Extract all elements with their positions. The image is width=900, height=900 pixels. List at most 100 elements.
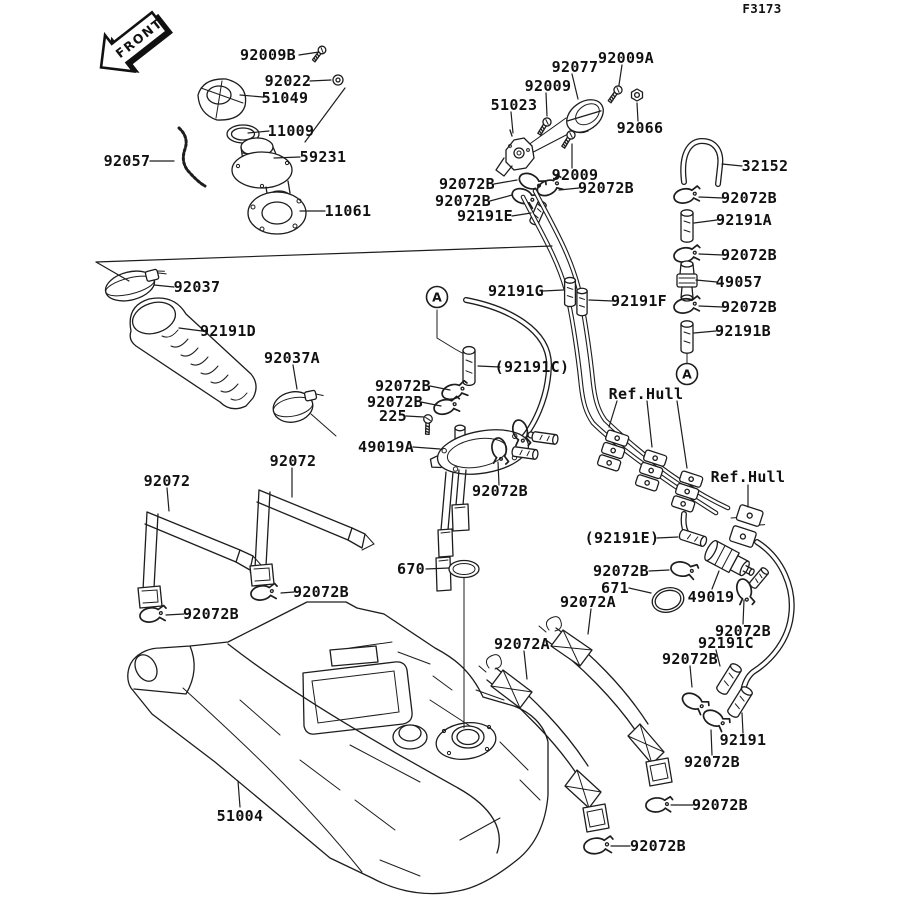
view-marker-circle	[425, 285, 449, 309]
fuel-gauge-sender-group	[421, 297, 560, 729]
leader-line	[178, 327, 203, 332]
part-label-92022: 92022	[265, 72, 312, 90]
leader-line	[280, 591, 295, 594]
part-label-92009: 92009	[525, 77, 572, 95]
fuel-tank-drawing	[127, 601, 549, 895]
leader-line	[628, 587, 652, 594]
leader-line	[689, 665, 693, 688]
part-label-92077: 92077	[552, 58, 599, 76]
leader-line	[571, 73, 579, 100]
view-marker-letter: A	[432, 290, 442, 305]
leader-line	[676, 400, 688, 469]
hull-fitting	[729, 504, 766, 548]
part-label-11061: 11061	[325, 202, 372, 220]
leader-line	[497, 461, 500, 486]
breather-hose-group	[104, 268, 337, 437]
leader-line	[477, 365, 501, 368]
leader-line	[693, 219, 718, 224]
fuel-pipes	[520, 188, 731, 516]
view-markers: AA	[425, 285, 699, 386]
fuel-filter-49019	[704, 540, 755, 577]
leader-line	[273, 156, 301, 159]
part-label-92072B: 92072B	[662, 650, 718, 668]
part-label-51023: 51023	[491, 96, 538, 114]
leader-line	[165, 613, 185, 616]
leader-line	[698, 305, 724, 308]
part-label-92191E: 92191E	[457, 207, 513, 225]
part-label-92191F: 92191F	[611, 292, 667, 310]
leader-line	[405, 415, 425, 418]
leader-line	[742, 599, 745, 625]
leader-line	[247, 130, 270, 134]
leader-line	[493, 179, 518, 185]
leader-line	[298, 51, 320, 56]
leader-line	[292, 364, 298, 390]
tank-strap-right	[249, 489, 375, 587]
leader-line	[558, 187, 580, 191]
part-label-49057: 49057	[716, 273, 763, 291]
leader-line	[710, 729, 713, 756]
part-label-92037: 92037	[174, 278, 221, 296]
leader-line	[237, 780, 241, 808]
part-label-92072B: 92072B	[684, 753, 740, 771]
part-label-RefHull: Ref.Hull	[711, 468, 786, 486]
leader-line	[309, 79, 332, 82]
leader-line	[693, 330, 717, 334]
screw-icon	[309, 44, 328, 64]
part-label-671: 671	[601, 579, 629, 597]
part-label-92191E: (92191E)	[585, 529, 660, 547]
leader-line	[648, 569, 670, 572]
part-label-92072B: 92072B	[593, 562, 649, 580]
leader-line	[523, 650, 528, 680]
part-label-92066: 92066	[617, 119, 664, 137]
part-label-92072B: 92072B	[439, 175, 495, 193]
part-labels: F317392009B92022510491100959231920571106…	[104, 1, 788, 855]
part-label-92191C: (92191C)	[495, 358, 570, 376]
part-label-F3173: F3173	[742, 1, 781, 16]
part-label-92072B: 92072B	[183, 605, 239, 623]
leader-line	[425, 567, 450, 570]
leader-line	[542, 289, 564, 292]
nut-icon	[630, 88, 644, 102]
leader-lines	[95, 51, 749, 847]
view-marker-letter: A	[682, 367, 692, 382]
part-label-49019: 49019	[688, 588, 735, 606]
part-label-92072B: 92072B	[692, 796, 748, 814]
view-marker-circle	[675, 362, 699, 386]
right-fitting-column	[671, 137, 724, 364]
leader-line	[412, 446, 441, 450]
part-label-92072B: 92072B	[721, 246, 777, 264]
part-label-92072B: 92072B	[367, 393, 423, 411]
leader-line	[95, 261, 130, 282]
leader-line	[656, 536, 679, 539]
part-label-92072B: 92072B	[293, 583, 349, 601]
part-label-51049: 51049	[262, 89, 309, 107]
part-label-92009: 92009	[552, 166, 599, 184]
part-label-11009: 11009	[268, 122, 315, 140]
fuel-cap-group	[177, 44, 344, 235]
tank-strap-left	[137, 511, 263, 609]
part-label-92191: 92191	[720, 731, 767, 749]
leader-line	[636, 102, 639, 122]
leader-line	[153, 284, 175, 288]
marker-connector	[436, 309, 465, 355]
part-label-92191A: 92191A	[716, 211, 772, 229]
part-label-92072: 92072	[144, 472, 191, 490]
part-label-RefHull: Ref.Hull	[609, 385, 684, 403]
leader-line	[304, 87, 346, 143]
part-label-92191G: 92191G	[488, 282, 544, 300]
fuel-valve-49057	[676, 260, 698, 302]
leader-line	[95, 245, 553, 263]
cap-chain	[177, 126, 207, 188]
leader-line	[545, 92, 548, 117]
leader-line	[608, 400, 618, 428]
leader-line	[646, 400, 653, 448]
tank-strap-a-right	[538, 616, 673, 787]
part-label-92191C: 92191C	[698, 634, 754, 652]
part-label-49019A: 49019A	[358, 438, 414, 456]
leader-line	[698, 253, 724, 256]
part-label-92057: 92057	[104, 152, 151, 170]
part-label-92072B: 92072B	[630, 837, 686, 855]
fuel-petcock-group	[495, 83, 644, 227]
